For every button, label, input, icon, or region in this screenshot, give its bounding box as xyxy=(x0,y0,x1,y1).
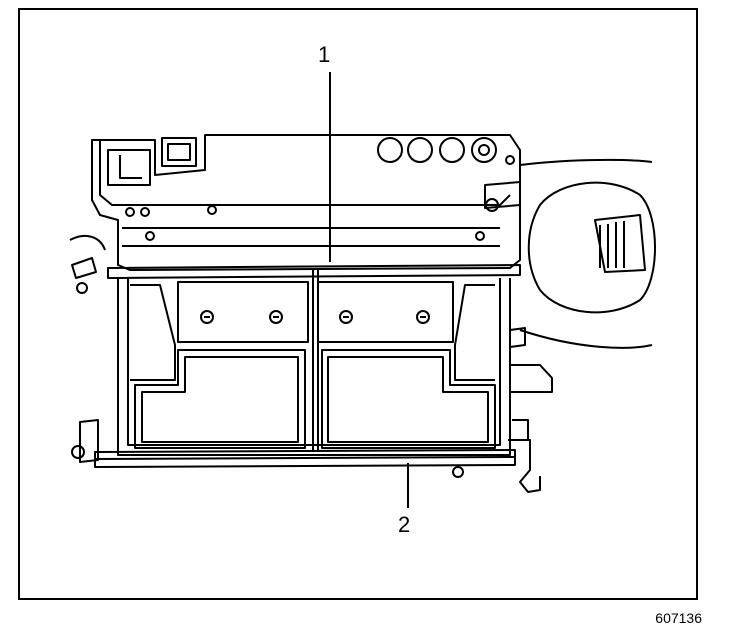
upper-housing xyxy=(91,134,521,271)
left-fittings xyxy=(69,234,106,463)
blower-housing xyxy=(484,158,656,349)
filter-cover xyxy=(94,264,521,478)
right-fittings xyxy=(508,327,553,493)
callout-1-label: 1 xyxy=(318,42,331,67)
top-ports xyxy=(377,137,497,163)
figure-number: 607136 xyxy=(655,610,702,626)
diagram-frame xyxy=(18,8,698,600)
callout-2-label: 2 xyxy=(398,512,411,537)
